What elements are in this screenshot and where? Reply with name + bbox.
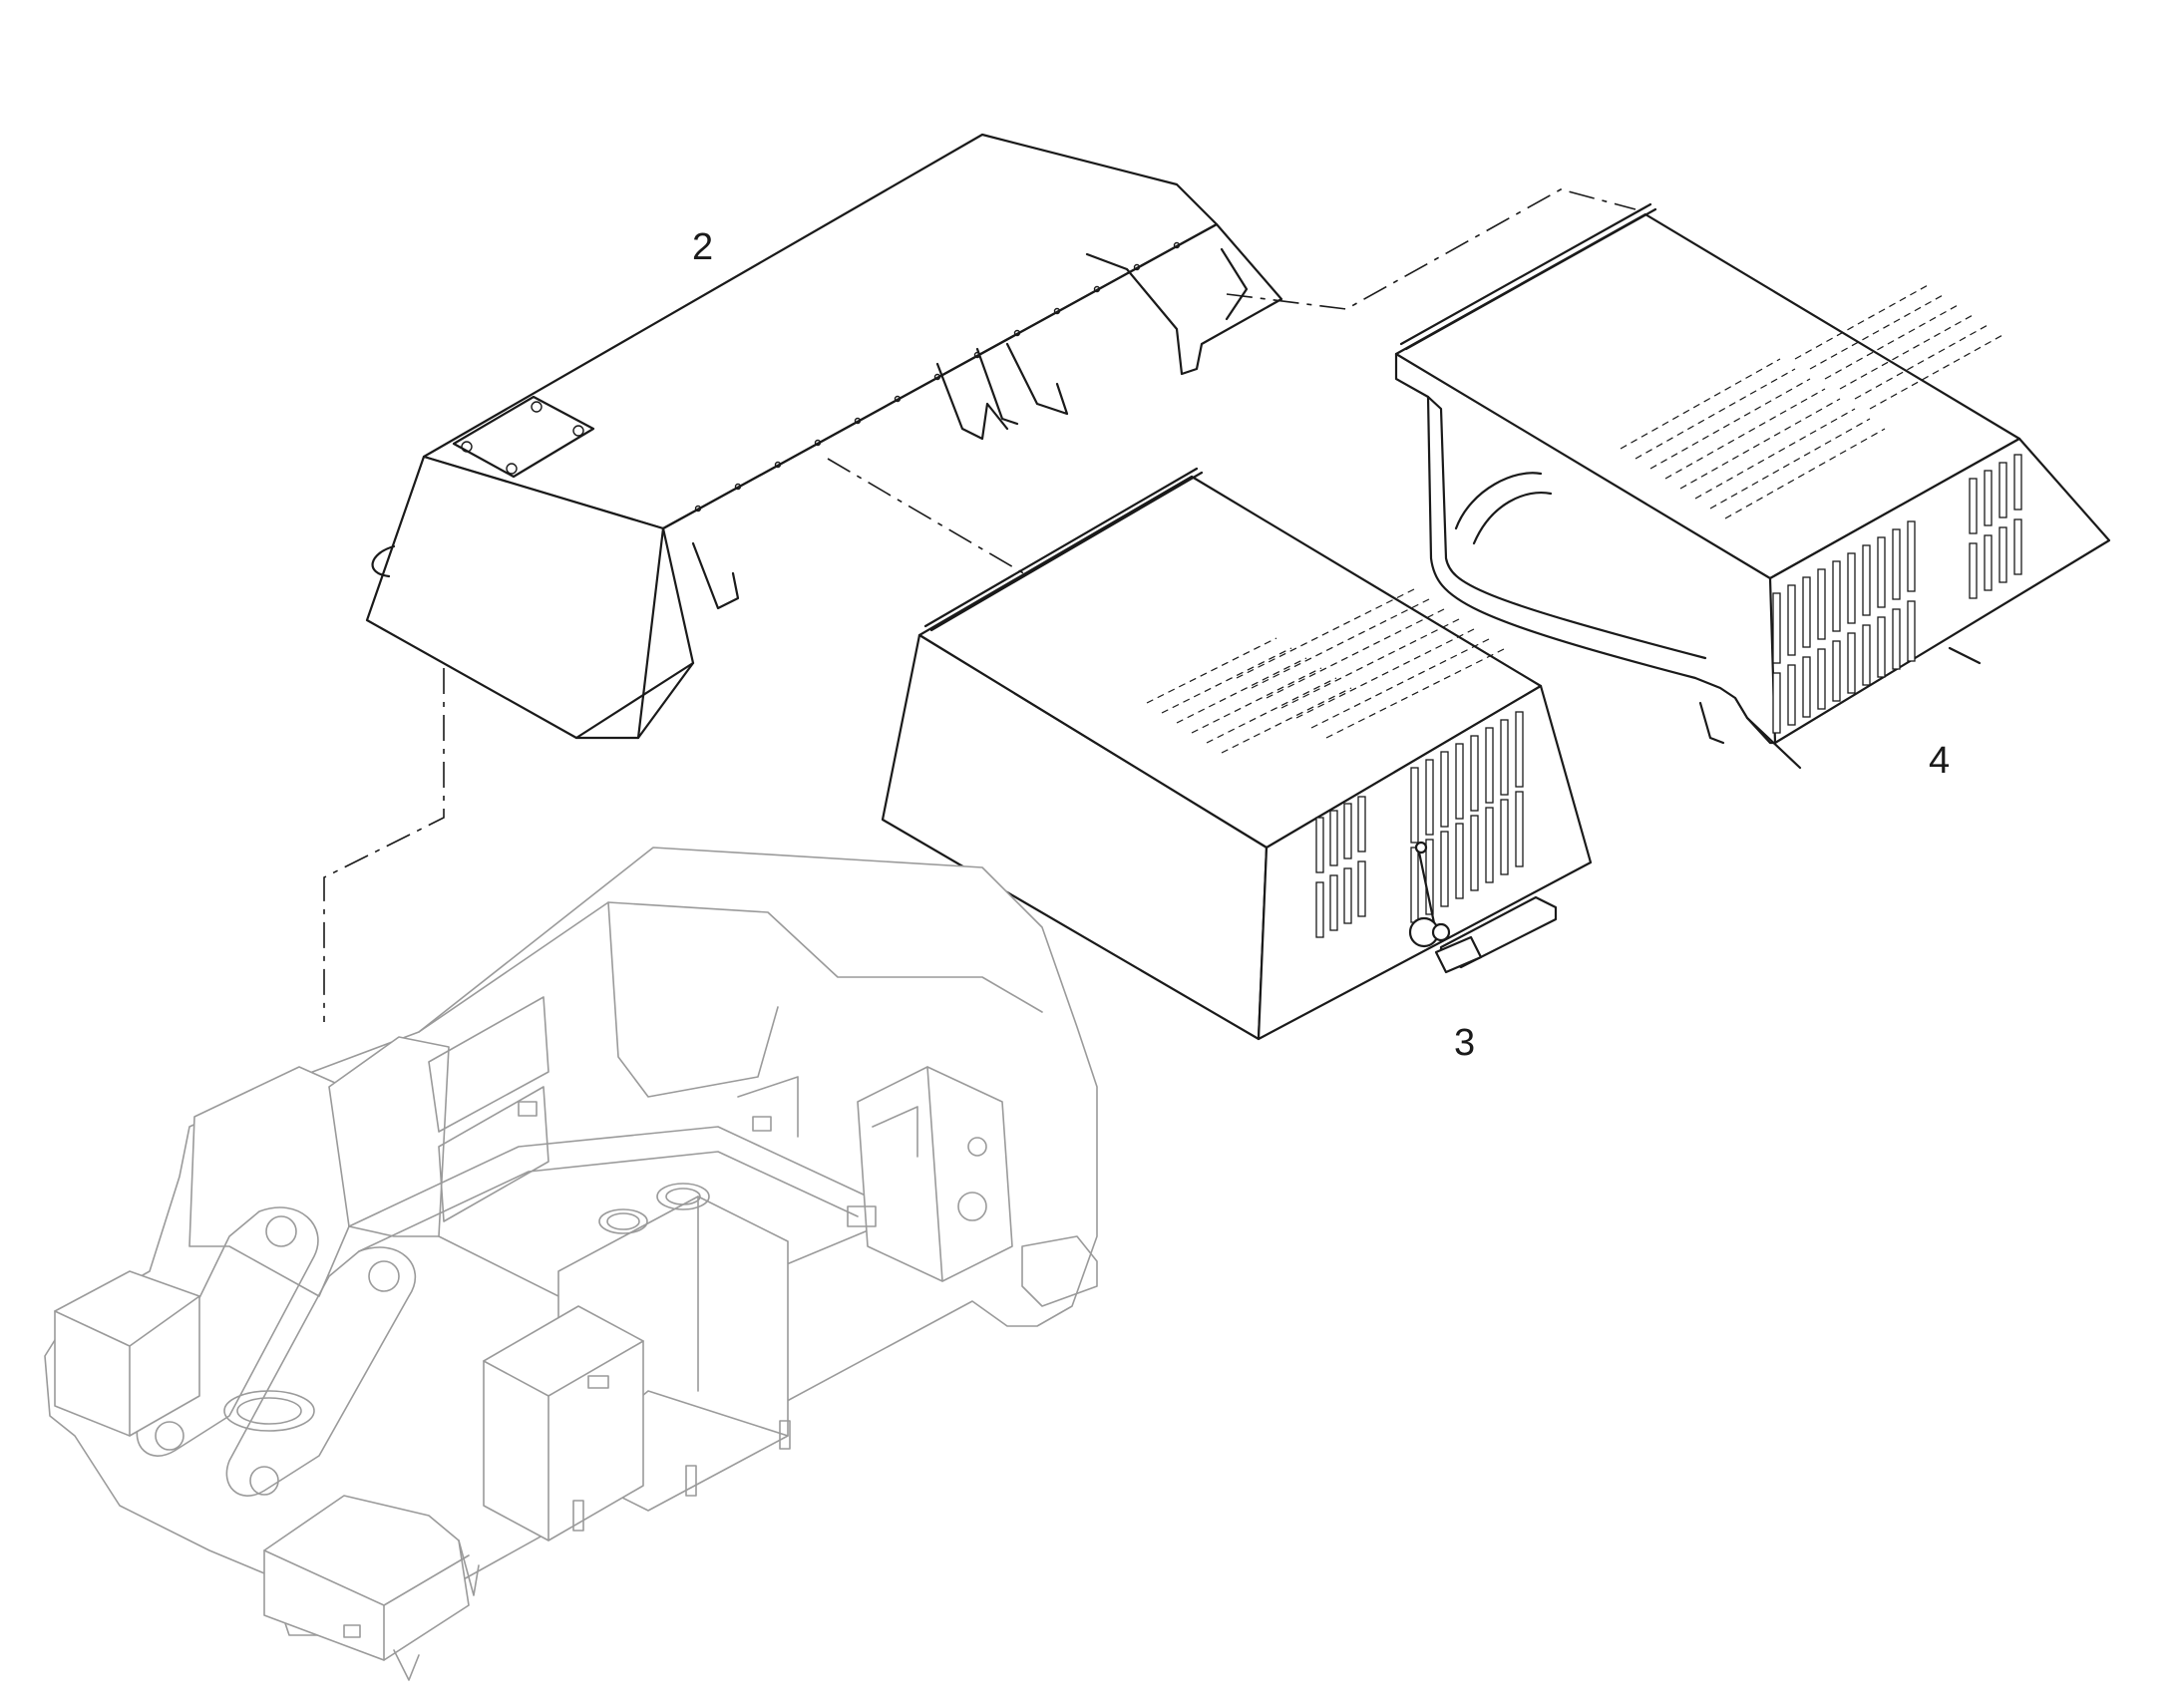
- machine-frame-chassis: [44, 847, 1098, 1681]
- left-cover-part: [881, 467, 1593, 1041]
- top-vent-grid: [1146, 587, 1507, 754]
- callout-labels: 2 3 4: [692, 226, 1950, 1064]
- callout-2: 2: [692, 226, 713, 268]
- roof-panel-part: [365, 133, 1283, 740]
- latch-handle: [1408, 841, 1558, 974]
- callout-4: 4: [1929, 740, 1950, 782]
- access-plate: [452, 395, 595, 479]
- top-vent-grid-right: [1620, 283, 2005, 519]
- front-vent-slots-right: [1772, 454, 2022, 734]
- assembly-leader-lines: [323, 188, 1636, 1022]
- callout-3: 3: [1454, 1022, 1475, 1064]
- right-cover-part: [1394, 202, 2111, 770]
- front-vent-slots: [1315, 711, 1524, 938]
